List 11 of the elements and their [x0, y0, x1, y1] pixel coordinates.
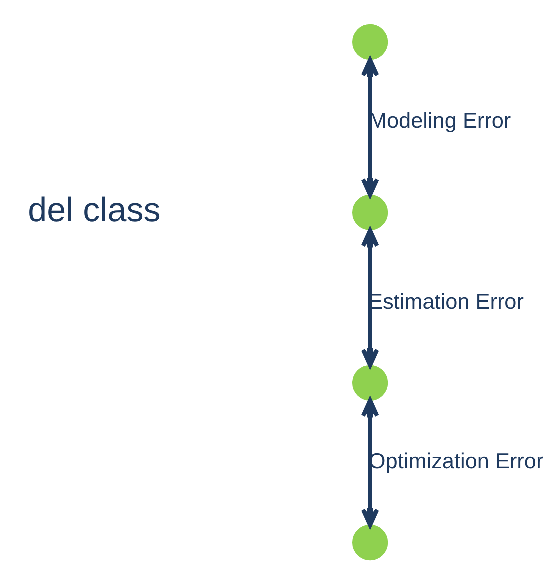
node-circle — [352, 364, 388, 400]
node-circle — [352, 524, 388, 560]
node-circle — [352, 194, 388, 230]
arrow — [361, 228, 380, 368]
label: del class — [28, 190, 161, 229]
edge-label: Optimization Error — [368, 448, 544, 474]
edge-label: Estimation Error — [368, 288, 524, 314]
arrow — [361, 57, 380, 197]
arrow — [361, 398, 380, 528]
node-circle — [352, 24, 388, 60]
edge-label: Modeling Error — [368, 107, 512, 132]
